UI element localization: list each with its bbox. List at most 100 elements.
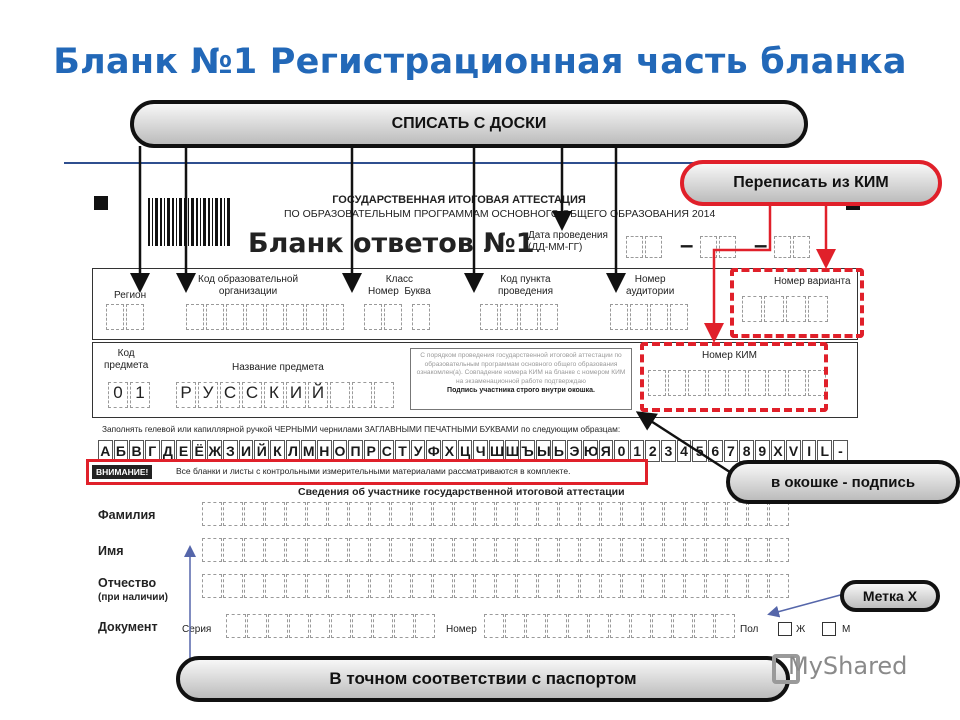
signature-notice-box[interactable]: С порядком проведения государственной ит… xyxy=(410,348,632,410)
answer-cell[interactable] xyxy=(331,614,351,638)
answer-cell[interactable] xyxy=(643,574,663,598)
number-field[interactable] xyxy=(484,614,735,638)
answer-cell[interactable] xyxy=(454,538,474,562)
answer-cell[interactable] xyxy=(307,502,327,526)
answer-cell[interactable] xyxy=(601,574,621,598)
answer-cell[interactable] xyxy=(673,614,693,638)
answer-cell[interactable] xyxy=(454,574,474,598)
region-boxes[interactable] xyxy=(106,304,144,330)
answer-cell[interactable] xyxy=(415,614,435,638)
patronymic-field[interactable] xyxy=(202,574,789,598)
answer-cell[interactable] xyxy=(706,502,726,526)
answer-cell[interactable] xyxy=(748,538,768,562)
answer-cell[interactable] xyxy=(610,614,630,638)
answer-cell[interactable] xyxy=(328,538,348,562)
answer-cell[interactable] xyxy=(394,614,414,638)
answer-cell[interactable] xyxy=(538,538,558,562)
answer-cell[interactable] xyxy=(559,502,579,526)
answer-cell[interactable] xyxy=(349,502,369,526)
answer-cell[interactable] xyxy=(349,574,369,598)
answer-cell[interactable] xyxy=(580,538,600,562)
answer-cell[interactable] xyxy=(505,614,525,638)
answer-cell[interactable] xyxy=(685,574,705,598)
answer-cell[interactable] xyxy=(247,614,267,638)
answer-cell[interactable] xyxy=(328,574,348,598)
answer-cell[interactable] xyxy=(475,502,495,526)
answer-cell[interactable] xyxy=(310,614,330,638)
answer-cell[interactable] xyxy=(580,502,600,526)
answer-cell[interactable] xyxy=(370,538,390,562)
answer-cell[interactable] xyxy=(412,538,432,562)
answer-cell[interactable] xyxy=(349,538,369,562)
answer-cell[interactable] xyxy=(652,614,672,638)
answer-cell[interactable] xyxy=(496,502,516,526)
answer-cell[interactable] xyxy=(631,614,651,638)
answer-cell[interactable] xyxy=(769,574,789,598)
answer-cell[interactable] xyxy=(496,538,516,562)
answer-cell[interactable] xyxy=(265,502,285,526)
answer-cell[interactable] xyxy=(568,614,588,638)
answer-cell[interactable] xyxy=(769,538,789,562)
answer-cell[interactable] xyxy=(268,614,288,638)
answer-cell[interactable] xyxy=(223,574,243,598)
answer-cell[interactable] xyxy=(559,574,579,598)
answer-cell[interactable] xyxy=(484,614,504,638)
answer-cell[interactable] xyxy=(715,614,735,638)
answer-cell[interactable] xyxy=(622,574,642,598)
org-code-boxes[interactable] xyxy=(186,304,344,330)
sex-female-checkbox[interactable] xyxy=(822,622,836,636)
answer-cell[interactable] xyxy=(685,502,705,526)
answer-cell[interactable] xyxy=(526,614,546,638)
answer-cell[interactable] xyxy=(286,538,306,562)
answer-cell[interactable] xyxy=(391,574,411,598)
answer-cell[interactable] xyxy=(412,574,432,598)
class-boxes[interactable] xyxy=(364,304,430,330)
answer-cell[interactable] xyxy=(307,574,327,598)
answer-cell[interactable] xyxy=(664,538,684,562)
answer-cell[interactable] xyxy=(622,502,642,526)
answer-cell[interactable] xyxy=(412,502,432,526)
answer-cell[interactable] xyxy=(289,614,309,638)
answer-cell[interactable] xyxy=(286,502,306,526)
answer-cell[interactable] xyxy=(226,614,246,638)
answer-cell[interactable] xyxy=(202,538,222,562)
answer-cell[interactable] xyxy=(265,538,285,562)
answer-cell[interactable] xyxy=(589,614,609,638)
answer-cell[interactable] xyxy=(433,538,453,562)
answer-cell[interactable] xyxy=(685,538,705,562)
variant-boxes[interactable] xyxy=(742,296,828,322)
answer-cell[interactable] xyxy=(706,538,726,562)
answer-cell[interactable] xyxy=(643,502,663,526)
answer-cell[interactable] xyxy=(475,574,495,598)
answer-cell[interactable] xyxy=(265,574,285,598)
answer-cell[interactable] xyxy=(538,574,558,598)
answer-cell[interactable] xyxy=(664,502,684,526)
series-field[interactable] xyxy=(226,614,435,638)
answer-cell[interactable] xyxy=(223,538,243,562)
answer-cell[interactable] xyxy=(559,538,579,562)
answer-cell[interactable] xyxy=(373,614,393,638)
answer-cell[interactable] xyxy=(580,574,600,598)
answer-cell[interactable] xyxy=(244,502,264,526)
answer-cell[interactable] xyxy=(307,538,327,562)
answer-cell[interactable] xyxy=(547,614,567,638)
name-field[interactable] xyxy=(202,538,789,562)
kim-number-boxes[interactable] xyxy=(648,370,826,396)
answer-cell[interactable] xyxy=(244,574,264,598)
answer-cell[interactable] xyxy=(433,574,453,598)
answer-cell[interactable] xyxy=(517,538,537,562)
answer-cell[interactable] xyxy=(370,574,390,598)
point-code-boxes[interactable] xyxy=(480,304,558,330)
answer-cell[interactable] xyxy=(433,502,453,526)
answer-cell[interactable] xyxy=(727,502,747,526)
auditorium-boxes[interactable] xyxy=(610,304,688,330)
answer-cell[interactable] xyxy=(223,502,243,526)
answer-cell[interactable] xyxy=(454,502,474,526)
answer-cell[interactable] xyxy=(496,574,516,598)
answer-cell[interactable] xyxy=(328,502,348,526)
answer-cell[interactable] xyxy=(352,614,372,638)
answer-cell[interactable] xyxy=(538,502,558,526)
answer-cell[interactable] xyxy=(748,574,768,598)
